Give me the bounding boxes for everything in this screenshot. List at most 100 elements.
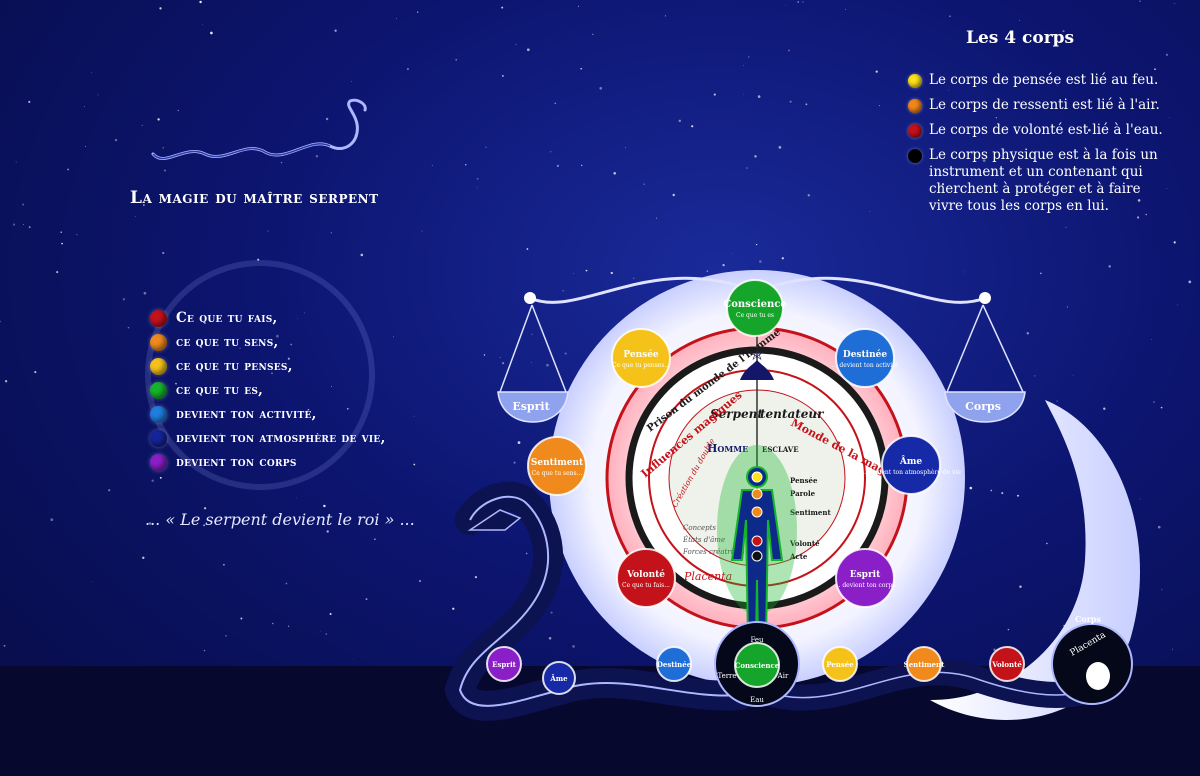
- chakra-dot: [751, 535, 763, 547]
- star: [578, 5, 580, 7]
- sphere-bottom-row-disc: [734, 642, 780, 688]
- legend-dot-icon: [150, 381, 167, 399]
- star: [1046, 542, 1048, 545]
- star: [288, 625, 290, 627]
- star: [326, 530, 329, 533]
- sphere-orbit-title: Esprit: [850, 570, 881, 580]
- star: [271, 372, 273, 375]
- star: [202, 24, 203, 26]
- star: [759, 260, 762, 263]
- star: [61, 242, 63, 245]
- star: [3, 644, 6, 647]
- star: [754, 155, 757, 158]
- star: [526, 248, 529, 250]
- star: [452, 607, 455, 610]
- chakra-dot: [751, 506, 763, 518]
- scale-chain: [499, 304, 533, 393]
- legend-dot-icon: [150, 333, 167, 351]
- corps-text: Le corps de pensée est lié au feu.: [929, 72, 1159, 88]
- star: [97, 94, 99, 96]
- sphere-orbit: Destinée... devient ton activité: [832, 328, 899, 388]
- star: [239, 347, 241, 349]
- star: [625, 147, 627, 148]
- star: [1019, 585, 1022, 588]
- scale-left-label: Esprit: [512, 400, 550, 413]
- inner-left-label: Concepts: [683, 524, 716, 532]
- corps-label: Corps: [1075, 614, 1102, 624]
- star: [331, 385, 333, 387]
- star: [585, 269, 588, 272]
- star: [413, 415, 415, 417]
- star: [1169, 116, 1170, 118]
- star: [784, 4, 786, 6]
- sphere-bottom-row: Âme: [542, 661, 576, 695]
- sphere-orbit-title: Volonté: [626, 569, 665, 580]
- sphere-orbit-title: Âme: [899, 455, 923, 467]
- star: [34, 371, 37, 374]
- sphere-orbit-subtitle: Ce que tu fais...: [622, 582, 670, 589]
- beam-knob-left: [524, 292, 536, 304]
- homme-label: Homme: [707, 442, 748, 455]
- chakras: [751, 471, 763, 562]
- sphere-orbit-disc: [616, 548, 676, 608]
- chakra-dot: [751, 550, 763, 562]
- star: [290, 343, 293, 346]
- star: [476, 187, 478, 188]
- star: [474, 576, 477, 579]
- star: [142, 556, 145, 559]
- star: [177, 109, 179, 112]
- inner-left-label: États d'âme: [682, 535, 725, 544]
- star: [982, 159, 986, 162]
- legend-dot-icon: [150, 453, 167, 471]
- star: [499, 357, 501, 359]
- star: [203, 649, 206, 652]
- sphere-bottom-row-disc: [656, 646, 692, 682]
- scale-pan-right: [944, 391, 1026, 423]
- star: [431, 164, 433, 166]
- sphere-bottom-row-title: Pensée: [826, 660, 854, 669]
- star: [531, 333, 533, 335]
- star: [325, 633, 328, 635]
- star: [23, 223, 24, 225]
- star: [1065, 226, 1067, 228]
- star: [1154, 68, 1156, 71]
- scale-chain: [982, 304, 1024, 393]
- star: [562, 290, 564, 292]
- fetus-icon: [1086, 662, 1110, 690]
- star: [1017, 494, 1019, 497]
- corps-item: Le corps de ressenti est lié à l'air.: [908, 97, 1178, 114]
- chakra-dot: [751, 488, 763, 500]
- star: [748, 56, 750, 58]
- star: [746, 167, 748, 169]
- star: [743, 65, 744, 66]
- quote: ... « Le serpent devient le roi » ...: [145, 510, 415, 529]
- legend-item: devient ton activité,: [150, 402, 386, 426]
- star: [875, 70, 878, 73]
- star: [175, 382, 177, 385]
- legend-item: devient ton corps: [150, 450, 386, 474]
- sphere-bottom-row: Volonté: [989, 646, 1025, 682]
- star: [502, 362, 505, 365]
- star: [127, 326, 130, 329]
- placenta-label: Placenta: [683, 570, 732, 583]
- star: [159, 476, 162, 479]
- star: [1188, 280, 1192, 284]
- star: [315, 155, 319, 158]
- star: [330, 232, 332, 234]
- star: [143, 204, 145, 206]
- star: [572, 645, 575, 648]
- star: [220, 433, 222, 435]
- star: [743, 93, 744, 95]
- star: [531, 362, 533, 364]
- star: [548, 637, 552, 640]
- star: [1108, 265, 1111, 268]
- star: [413, 463, 416, 466]
- sphere-bottom-row-title: Volonté: [991, 660, 1022, 669]
- body-label: Acte: [789, 552, 808, 561]
- star: [1157, 525, 1161, 529]
- sphere-bottom-row-disc: [542, 661, 576, 695]
